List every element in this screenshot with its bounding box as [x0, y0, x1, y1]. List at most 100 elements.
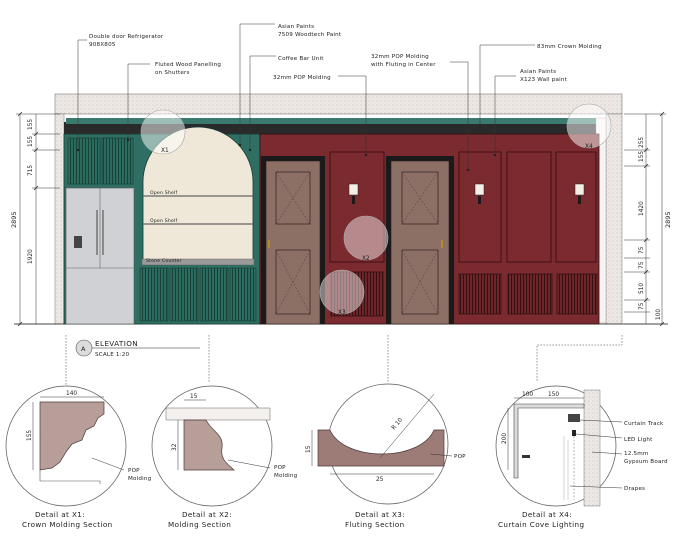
svg-text:100: 100	[522, 392, 533, 398]
wall-panel-r2	[506, 151, 552, 263]
leader-fluted	[127, 63, 150, 140]
svg-text:Detail at X1:: Detail at X1:	[35, 510, 85, 519]
door-2-handle	[441, 240, 443, 248]
svg-text:75: 75	[639, 246, 645, 254]
wall-panel-r1	[458, 151, 502, 263]
svg-text:ELEVATION: ELEVATION	[95, 339, 138, 348]
upper-shutter-left	[67, 137, 101, 185]
svg-text:15: 15	[306, 445, 312, 453]
elevation-title: A ELEVATION SCALE 1:20	[75, 339, 200, 358]
svg-text:Detail at X3:: Detail at X3:	[355, 510, 405, 519]
svg-text:POP: POP	[454, 454, 466, 460]
callout-wallpaint-sub: X123 Wall paint	[520, 77, 568, 83]
water-dispenser	[74, 236, 82, 248]
svg-text:200: 200	[502, 433, 508, 444]
svg-text:2895: 2895	[664, 211, 672, 228]
callout-wallpaint: Asian Paints	[520, 69, 556, 75]
leader-detail-x4	[536, 335, 623, 382]
svg-text:75: 75	[639, 261, 645, 269]
marker-x4-label: X4	[585, 144, 593, 150]
callout-woodtech: Asian Paints	[278, 24, 314, 30]
svg-text:A: A	[81, 345, 86, 353]
door-1	[265, 160, 321, 325]
crown-molding-top	[66, 118, 599, 124]
leader-crown	[479, 44, 535, 128]
svg-text:75: 75	[639, 302, 645, 310]
svg-text:Molding: Molding	[274, 473, 298, 479]
svg-text:15: 15	[190, 394, 198, 400]
detail-x1: 140 155 POP Molding Detail at X1: Crown …	[5, 385, 151, 529]
marker-x3-label: X3	[338, 310, 346, 316]
svg-text:Curtain Track: Curtain Track	[624, 421, 664, 427]
lower-shutter-3	[199, 267, 229, 322]
svg-text:100: 100	[656, 309, 662, 320]
svg-text:POP: POP	[128, 468, 140, 474]
lower-shutter-2	[169, 267, 199, 322]
upper-shutter-right	[101, 137, 134, 185]
lower-shutter-4	[229, 267, 257, 322]
wall-panel-mid	[329, 151, 385, 263]
detail-x2: 15 32 POP Molding Detail at X2: Molding …	[151, 385, 298, 529]
svg-text:Gypsum Board: Gypsum Board	[624, 459, 668, 465]
svg-text:POP: POP	[274, 465, 286, 471]
svg-text:155: 155	[639, 151, 645, 162]
right-wall	[605, 113, 623, 325]
dado-panel-r3	[556, 273, 598, 315]
detail-marker-x2[interactable]	[343, 215, 389, 261]
detail-marker-x4[interactable]	[566, 103, 612, 149]
shelf-label-2: Open Shelf	[150, 218, 177, 224]
svg-text:SCALE 1:20: SCALE 1:20	[95, 352, 130, 358]
ceiling-slab	[54, 93, 623, 115]
leader-refrigerator	[77, 39, 87, 150]
shelf-label-1: Open Shelf	[150, 190, 177, 196]
sconce-icon	[474, 183, 485, 204]
svg-text:155: 155	[28, 136, 34, 147]
detail-marker-x3[interactable]	[319, 269, 365, 315]
svg-text:Molding Section: Molding Section	[168, 520, 231, 529]
dado-panel-r1	[458, 273, 502, 315]
dado-panel-mid	[330, 271, 384, 317]
callout-crown: 83mm Crown Molding	[537, 44, 602, 50]
marker-x2-label: X2	[362, 256, 370, 262]
leader-woodtech	[239, 23, 275, 145]
svg-text:715: 715	[28, 165, 34, 176]
right-dimensions: 2895 255 155 1420 75 75 510 75 100	[624, 111, 672, 327]
led-icon	[572, 430, 576, 436]
leader-wallpaint	[494, 75, 516, 155]
callout-fluted-sub: on Shutters	[155, 70, 190, 76]
sconce-icon	[348, 183, 359, 204]
callout-pop32: 32mm POP Molding	[273, 75, 331, 81]
svg-text:150: 150	[548, 392, 559, 398]
door-2	[390, 160, 450, 325]
svg-text:12.5mm: 12.5mm	[624, 451, 649, 457]
curtain-track-icon	[568, 414, 580, 422]
callout-fluted: Fluted Wood Panelling	[155, 62, 221, 68]
door-1-handle	[268, 240, 270, 248]
lower-shutter-1	[139, 267, 169, 322]
leader-coffee	[249, 55, 276, 150]
sconce-icon	[574, 183, 585, 204]
svg-text:25: 25	[376, 477, 384, 483]
callout-woodtech-sub: 7509 Woodtech Paint	[278, 32, 342, 38]
svg-text:2895: 2895	[10, 211, 18, 228]
detail-x3: R 10 15 25 POP Detail at X3: Fluting Sec…	[306, 383, 466, 529]
detail-x4: 100 150 200 Curtain Track LED Light 12.5…	[495, 385, 668, 529]
callout-refrigerator: Double door Refrigerator	[89, 34, 164, 40]
callout-coffee: Coffee Bar Unit	[278, 56, 324, 62]
left-wall	[54, 113, 65, 325]
callout-refrigerator-size: 908X805	[89, 42, 116, 48]
svg-text:Curtain Cove Lighting: Curtain Cove Lighting	[498, 520, 584, 529]
svg-text:1420: 1420	[639, 201, 645, 216]
svg-text:Crown Molding Section: Crown Molding Section	[22, 520, 113, 529]
svg-text:510: 510	[639, 283, 645, 294]
leader-fluting	[450, 61, 469, 170]
svg-text:32: 32	[172, 443, 178, 451]
svg-text:Detail at X2:: Detail at X2:	[182, 510, 232, 519]
svg-text:LED Light: LED Light	[624, 437, 653, 443]
svg-text:Detail at X4:: Detail at X4:	[522, 510, 572, 519]
arch-niche	[142, 126, 254, 263]
detail-marker-x1[interactable]	[140, 109, 186, 155]
leader-pop32	[338, 75, 367, 155]
